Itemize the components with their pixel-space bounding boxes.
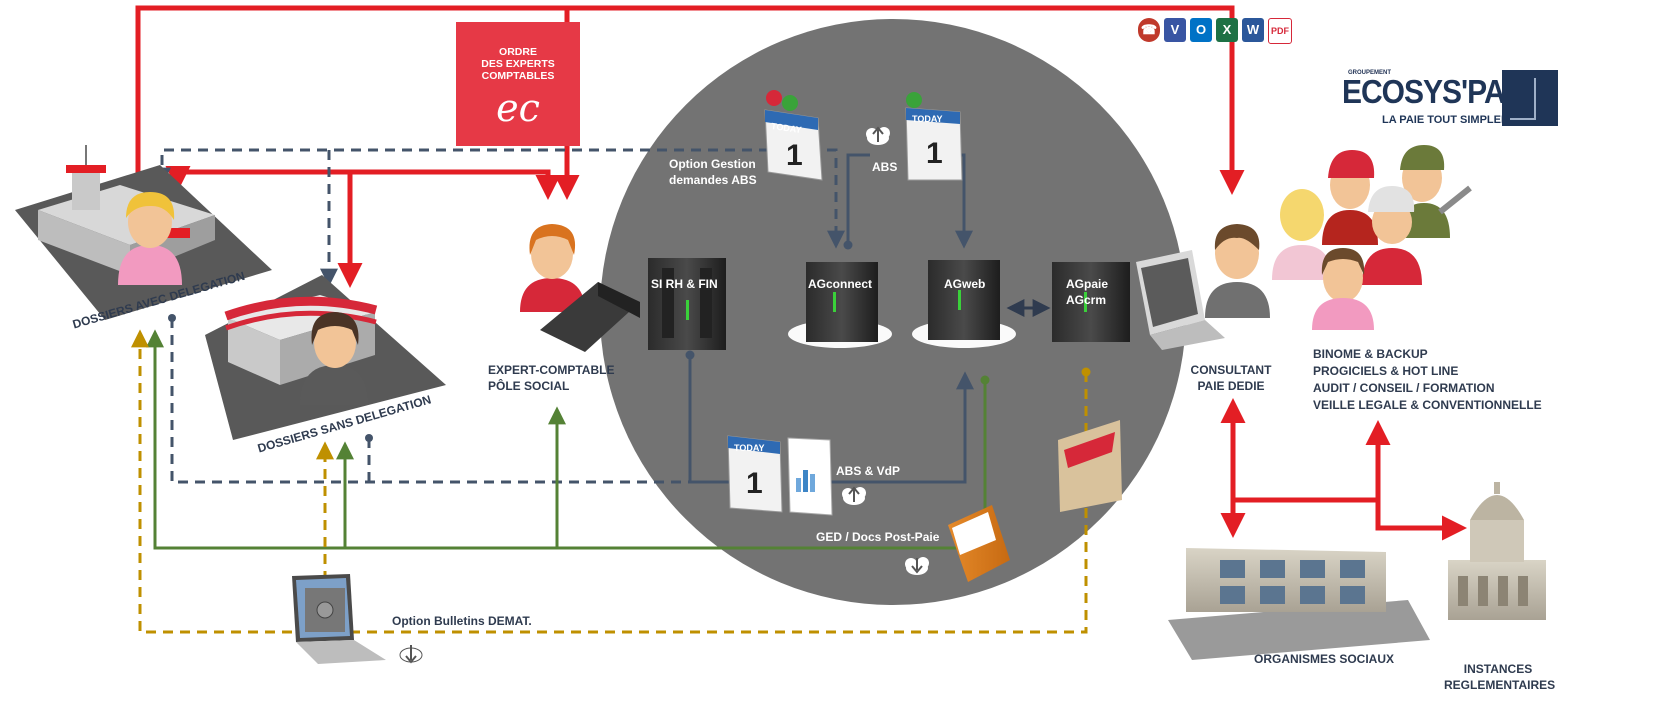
upload-cloud-icon [866, 126, 890, 145]
download-cloud-icon-2 [399, 645, 423, 664]
oec-logo: ORDRE DES EXPERTS COMPTABLES ec [456, 22, 580, 146]
calendar-vdp-today: TODAY [734, 443, 765, 453]
calendar-option-abs [764, 90, 823, 181]
person-avec-delegation [118, 192, 182, 285]
calendar-option-day: 1 [786, 139, 803, 172]
phone-icon: ☎ [1138, 18, 1160, 42]
organismes-sociaux-building [1168, 548, 1430, 660]
calendar-abs-day: 1 [926, 137, 943, 170]
instances-building [1448, 482, 1546, 620]
ecosys-logo: GROUPEMENT ECOSYS'PAYE LA PAIE TOUT SIMP… [1342, 70, 1558, 134]
excel-icon: X [1216, 18, 1238, 42]
label-agcrm: AGcrm [1066, 293, 1107, 307]
visio-icon: V [1164, 18, 1186, 42]
ecosys-tagline: LA PAIE TOUT SIMPLEMENT [1382, 114, 1533, 126]
service-item-1: BINOME & BACKUP [1313, 347, 1428, 361]
calendar-abs-today: TODAY [912, 114, 943, 124]
calendar-abs [905, 92, 963, 181]
label-agconnect: AGconnect [808, 277, 873, 291]
consultant-figure [1205, 224, 1270, 318]
calendar-abs-vdp [727, 435, 833, 516]
label-abs-vdp: ABS & VdP [836, 464, 901, 478]
label-instances-line-2: REGLEMENTAIRES [1444, 678, 1556, 692]
service-item-4: VEILLE LEGALE & CONVENTIONNELLE [1313, 398, 1542, 412]
service-item-2: PROGICIELS & HOT LINE [1313, 364, 1459, 378]
gold-dashed-flows [131, 329, 1088, 634]
label-consultant-line-1: CONSULTANT [1190, 363, 1272, 377]
oec-logo-line-1: ORDRE [499, 46, 537, 58]
label-option-abs-line-2: demandes ABS [669, 173, 757, 187]
outlook-icon: O [1190, 18, 1212, 42]
ecosys-group-label: GROUPEMENT [1348, 70, 1392, 76]
download-cloud-icon [905, 557, 929, 575]
service-item-3: AUDIT / CONSEIL / FORMATION [1313, 381, 1495, 395]
oec-logo-line-3: COMPTABLES [481, 70, 555, 82]
envelope-post-paie [1058, 420, 1122, 512]
folder-ged [948, 505, 1010, 582]
consultant-monitor [1136, 250, 1225, 350]
green-flows [146, 329, 987, 550]
laptop-safe [292, 574, 386, 664]
server-agweb [912, 260, 1016, 348]
label-ged: GED / Docs Post-Paie [816, 530, 940, 544]
label-expert-line-1: EXPERT-COMPTABLE [488, 363, 615, 377]
navy-dashed-flows [153, 148, 845, 484]
label-expert-line-2: PÔLE SOCIAL [488, 379, 570, 393]
label-si-rh: SI RH & FIN [651, 277, 718, 291]
expert-comptable-figure [520, 224, 640, 352]
label-consultant-line-2: PAIE DEDIE [1197, 379, 1265, 393]
oec-logo-mark: ec [496, 86, 540, 130]
word-icon: W [1242, 18, 1264, 42]
label-abs: ABS [872, 160, 898, 174]
label-instances-line-1: INSTANCES [1463, 662, 1533, 676]
oec-logo-line-2: DES EXPERTS [481, 58, 555, 70]
label-agpaie: AGpaie [1066, 277, 1109, 291]
calendar-vdp-day: 1 [746, 467, 763, 500]
label-organismes: ORGANISMES SOCIAUX [1254, 652, 1395, 666]
team-group [1272, 145, 1472, 330]
label-option-bulletins: Option Bulletins DEMAT. [392, 614, 532, 628]
server-si-rh [648, 258, 726, 350]
server-agconnect [788, 262, 892, 348]
upload-cloud-icon-2 [842, 486, 866, 505]
label-agweb: AGweb [944, 277, 986, 291]
label-option-abs-line-1: Option Gestion [669, 157, 756, 171]
person-sans-delegation [300, 312, 368, 405]
pdf-icon: PDF [1268, 18, 1292, 44]
ecosys-mark-icon [1502, 70, 1558, 126]
server-agpaie [1052, 262, 1130, 342]
